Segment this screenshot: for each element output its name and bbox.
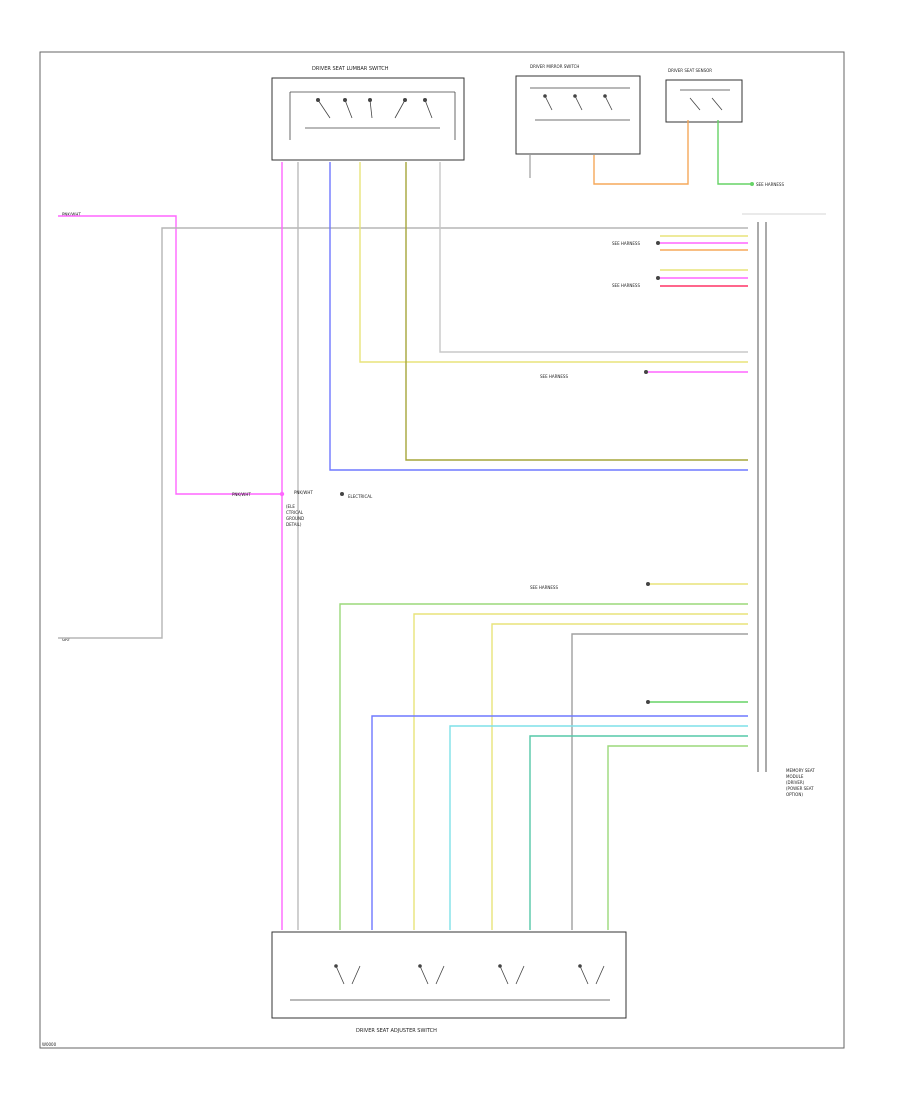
module-connector [742,213,826,772]
wire-blue-lumbar [329,162,748,471]
wire-yellow-1 [413,613,748,930]
wire-green-1 [339,603,748,930]
sensor-harness-ref: SEE HARNESS [756,182,784,187]
svg-text:MEMORY SEAT: MEMORY SEAT [786,768,815,773]
wire-green-3 [529,735,748,930]
svg-text:(POWER SEAT: (POWER SEAT [786,786,814,791]
wire-blue-1 [371,715,748,930]
wire-cyan-1 [449,725,748,930]
svg-text:(DRIVER): (DRIVER) [786,780,805,785]
svg-text:GROUND: GROUND [286,516,304,521]
svg-text:MODULE: MODULE [786,774,804,779]
wire-olive-lumbar [405,162,748,461]
wire-yellow-lumbar [359,162,748,363]
svg-text:CTRICAL: CTRICAL [286,510,304,515]
wire-green-sensor [717,120,752,185]
svg-text:OPTION): OPTION) [786,792,803,797]
footer-code: W0000 [42,1042,57,1047]
svg-text:(ELE: (ELE [286,504,295,509]
wire-yellow-2 [491,623,748,930]
svg-text:SEE HARNESS: SEE HARNESS [612,241,640,246]
wire-gray-1 [571,633,748,930]
svg-text:SEE HARNESS: SEE HARNESS [530,585,558,590]
mirror-switch-label: DRIVER MIRROR SWITCH [530,64,579,69]
lumbar-switch-label: DRIVER SEAT LUMBAR SWITCH [312,66,389,72]
wire-green-4 [607,745,748,930]
wire-gray-lumbar [439,162,748,353]
left-label-bottom: GRY [62,637,71,642]
mirror-switch: DRIVER MIRROR SWITCH [515,64,641,155]
splice-label-right: PNK/WHT [294,490,313,495]
adjuster-switch-label: DRIVER SEAT ADJUSTER SWITCH [356,1028,437,1034]
position-sensor: DRIVER SEAT SENSOR [665,68,743,123]
top-connector-stubs: SEE HARNESS SEE HARNESS [612,235,748,288]
wire-gray-supply [58,227,748,639]
svg-text:SEE HARNESS: SEE HARNESS [612,283,640,288]
module-label: MEMORY SEAT MODULE (DRIVER) (POWER SEAT … [786,768,815,797]
lumbar-switch: DRIVER SEAT LUMBAR SWITCH [271,66,465,161]
svg-text:SEE HARNESS: SEE HARNESS [540,374,568,379]
diagram-border [39,51,845,1049]
svg-text:DETAIL): DETAIL) [286,522,302,527]
splice-label-left: PNK/WHT [232,492,251,497]
left-label-top: PNK/WHT [62,212,81,217]
splice-ref: ELECTRICAL [348,494,373,499]
position-sensor-label: DRIVER SEAT SENSOR [668,68,712,73]
wire-orange [593,120,689,185]
wire-pink-supply [58,215,282,495]
adjuster-switch: DRIVER SEAT ADJUSTER SWITCH [271,931,627,1034]
